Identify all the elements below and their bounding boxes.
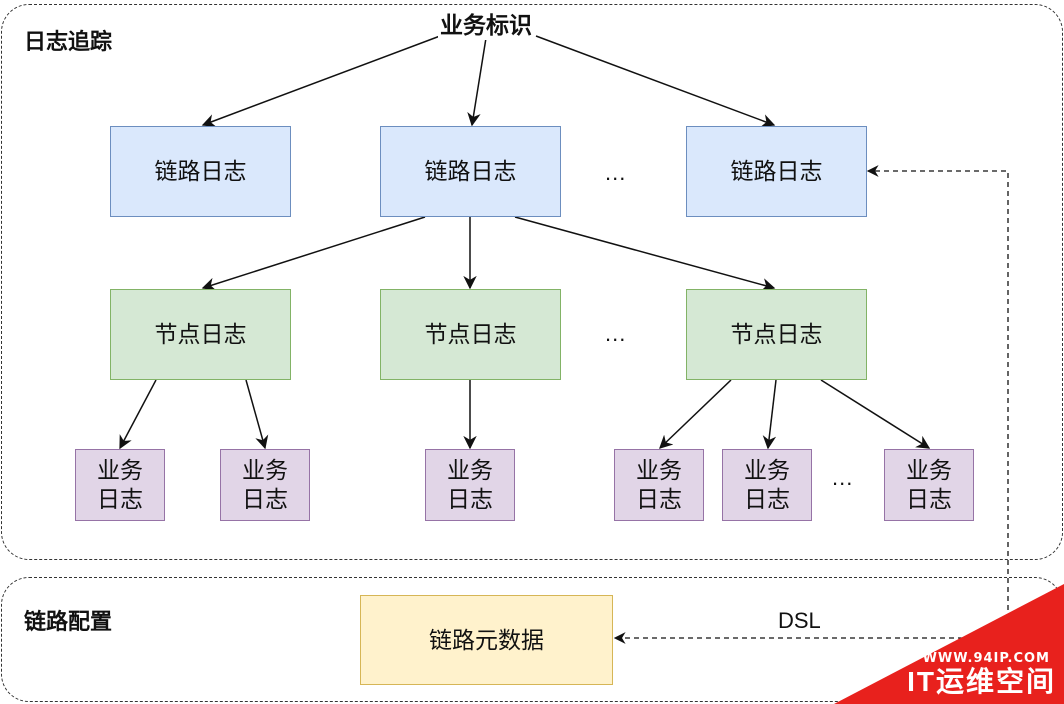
node-log-box-2: 节点日志 xyxy=(380,289,561,380)
node-log-box-1: 节点日志 xyxy=(110,289,291,380)
business-ellipsis: ... xyxy=(832,465,854,490)
business-log-box-6: 业务日志 xyxy=(884,449,974,521)
business-log-box-4: 业务日志 xyxy=(614,449,704,521)
node-log-box-3: 节点日志 xyxy=(686,289,867,380)
arrow-node3-to-biz6 xyxy=(820,379,931,449)
business-log-box-3: 业务日志 xyxy=(425,449,515,521)
arrow-top-to-chain-3 xyxy=(535,35,776,128)
arrow-node3-to-biz5 xyxy=(762,379,777,450)
config-group-label: 链路配置 xyxy=(24,609,113,634)
watermark-corner xyxy=(834,584,1064,704)
dsl-link-to-chain xyxy=(866,165,1009,610)
chain-log-box-3: 链路日志 xyxy=(686,126,867,217)
arrow-top-to-chain-1 xyxy=(201,35,441,128)
chain-log-box-2: 链路日志 xyxy=(380,126,561,217)
trace-group-label: 日志追踪 xyxy=(24,29,113,54)
chain-ellipsis: ... xyxy=(605,160,627,185)
business-log-box-2: 业务日志 xyxy=(220,449,310,521)
arrow-node3-to-biz4 xyxy=(659,379,732,449)
watermark-name: IT运维空间 xyxy=(907,666,1056,697)
trace-group xyxy=(1,4,1063,560)
chain-log-box-1: 链路日志 xyxy=(110,126,291,217)
arrow-node1-to-biz2 xyxy=(245,379,269,450)
dsl-label: DSL xyxy=(778,608,821,633)
arrow-top-to-chain-2 xyxy=(467,37,487,127)
arrow-chain-to-node-1 xyxy=(201,216,426,291)
business-log-box-5: 业务日志 xyxy=(722,449,812,521)
business-log-box-1: 业务日志 xyxy=(75,449,165,521)
watermark-url: WWW.94IP.COM xyxy=(922,651,1050,666)
business-id-label: 业务标识 xyxy=(438,6,534,40)
node-ellipsis: ... xyxy=(605,321,627,346)
arrow-node1-to-biz1 xyxy=(119,379,157,450)
arrow-chain-to-node-3 xyxy=(514,216,776,292)
chain-metadata-box: 链路元数据 xyxy=(360,595,613,685)
